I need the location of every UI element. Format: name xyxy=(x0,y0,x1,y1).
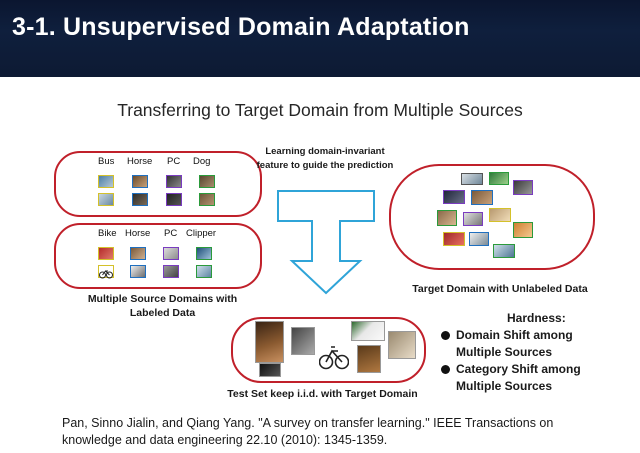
image-thumbnail xyxy=(132,193,148,206)
image-thumbnail xyxy=(443,232,465,246)
source-domain-2: Bike Horse PC Clipper xyxy=(54,223,262,289)
image-thumbnail xyxy=(461,173,483,185)
image-thumbnail xyxy=(130,265,146,278)
bicycle-icon xyxy=(319,346,349,370)
image-thumbnail xyxy=(463,212,483,226)
hardness-title: Hardness: xyxy=(507,311,566,325)
image-thumbnail xyxy=(196,265,212,278)
bullet-icon xyxy=(441,331,450,340)
category-label: Clipper xyxy=(186,228,217,239)
list-item: Domain Shift among Multiple Sources xyxy=(441,327,596,361)
image-thumbnail xyxy=(199,193,215,206)
hardness-item: Category Shift among Multiple Sources xyxy=(456,362,581,393)
image-thumbnail xyxy=(469,232,489,246)
image-thumbnail xyxy=(98,247,114,260)
target-domain xyxy=(389,164,595,270)
slide-subtitle: Transferring to Target Domain from Multi… xyxy=(117,100,523,120)
image-thumbnail xyxy=(166,175,182,188)
image-thumbnail xyxy=(98,265,114,279)
hardness-panel: Hardness: Domain Shift among Multiple So… xyxy=(441,310,596,395)
image-thumbnail xyxy=(489,172,509,185)
category-label: Dog xyxy=(193,156,211,167)
dog-photo xyxy=(388,331,416,359)
image-thumbnail xyxy=(166,193,182,206)
category-label: Bus xyxy=(98,156,115,167)
category-label: PC xyxy=(164,228,178,239)
image-thumbnail xyxy=(163,247,179,260)
test-set xyxy=(231,317,426,383)
slide-title: 3-1. Unsupervised Domain Adaptation xyxy=(12,13,470,41)
citation: Pan, Sinno Jialin, and Qiang Yang. "A su… xyxy=(62,416,554,447)
horse-photo xyxy=(357,345,381,373)
category-label: PC xyxy=(167,156,181,167)
horse-photo xyxy=(255,321,284,363)
image-thumbnail xyxy=(98,193,114,206)
category-label: Bike xyxy=(98,228,117,239)
white-horse-photo xyxy=(351,321,385,341)
category-label: Horse xyxy=(127,156,153,167)
computer-photo xyxy=(259,363,281,377)
image-thumbnail xyxy=(199,175,215,188)
test-label: Test Set keep i.i.d. with Target Domain xyxy=(227,388,418,400)
image-thumbnail xyxy=(196,247,212,260)
source-domain-1: Bus Horse PC Dog xyxy=(54,151,262,217)
image-thumbnail xyxy=(471,190,493,205)
sources-label: Multiple Source Domains with Labeled Dat… xyxy=(87,293,238,319)
image-thumbnail xyxy=(493,244,515,258)
image-thumbnail xyxy=(437,210,457,226)
image-thumbnail xyxy=(443,190,465,204)
target-label: Target Domain with Unlabeled Data xyxy=(412,283,588,295)
slide-header: 3-1. Unsupervised Domain Adaptation xyxy=(0,0,640,77)
image-thumbnail xyxy=(489,208,511,222)
arrow-caption: Learning domain-invariant feature to gui… xyxy=(256,146,394,171)
image-thumbnail xyxy=(98,175,114,188)
down-arrow-icon xyxy=(277,190,375,295)
image-thumbnail xyxy=(163,265,179,278)
category-label: Horse xyxy=(125,228,151,239)
monitor-photo xyxy=(291,327,315,355)
list-item: Category Shift among Multiple Sources xyxy=(441,361,596,395)
hardness-item: Domain Shift among Multiple Sources xyxy=(456,328,573,359)
image-thumbnail xyxy=(132,175,148,188)
image-thumbnail xyxy=(130,247,146,260)
bullet-icon xyxy=(441,365,450,374)
image-thumbnail xyxy=(513,180,533,195)
image-thumbnail xyxy=(513,222,533,238)
